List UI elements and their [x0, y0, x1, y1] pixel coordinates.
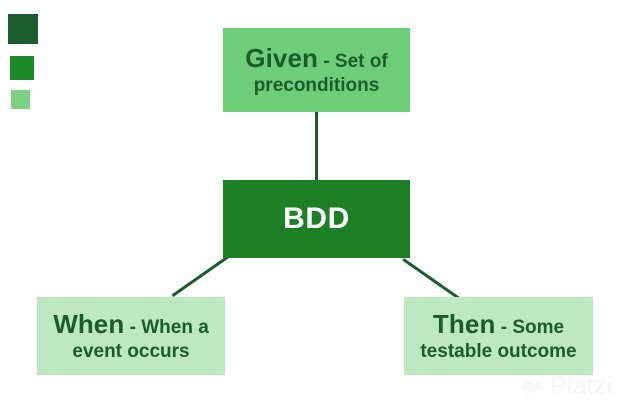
connector-bdd-to-then — [402, 258, 460, 300]
platzi-wordmark: Platzi — [550, 372, 613, 400]
connector-bdd-to-given — [315, 110, 318, 182]
node-when-keyword: When — [53, 308, 125, 339]
node-given[interactable]: Given - Set of preconditions — [223, 28, 410, 112]
node-then-description: - Some testable outcome — [420, 316, 577, 363]
node-given-description: - Set of preconditions — [253, 50, 388, 97]
platzi-diamond-icon — [519, 374, 545, 400]
node-then[interactable]: Then - Some testable outcome — [404, 297, 593, 375]
legend-swatch-medium-green — [10, 56, 34, 80]
node-then-keyword: Then — [432, 308, 496, 339]
connector-bdd-to-when — [171, 255, 229, 298]
node-then-text: Then - Some testable outcome — [412, 309, 585, 364]
node-bdd[interactable]: BDD — [223, 180, 410, 258]
legend-swatch-dark-green — [8, 14, 38, 44]
node-bdd-text: BDD — [283, 201, 350, 238]
node-given-keyword: Given — [245, 42, 319, 73]
node-when-text: When - When a event occurs — [45, 309, 217, 364]
node-bdd-keyword: BDD — [283, 201, 350, 235]
platzi-watermark: Platzi — [519, 372, 612, 401]
node-when[interactable]: When - When a event occurs — [37, 297, 225, 375]
node-given-text: Given - Set of preconditions — [231, 43, 402, 98]
legend-swatch-light-green — [11, 90, 30, 109]
node-when-description: - When a event occurs — [72, 316, 209, 363]
